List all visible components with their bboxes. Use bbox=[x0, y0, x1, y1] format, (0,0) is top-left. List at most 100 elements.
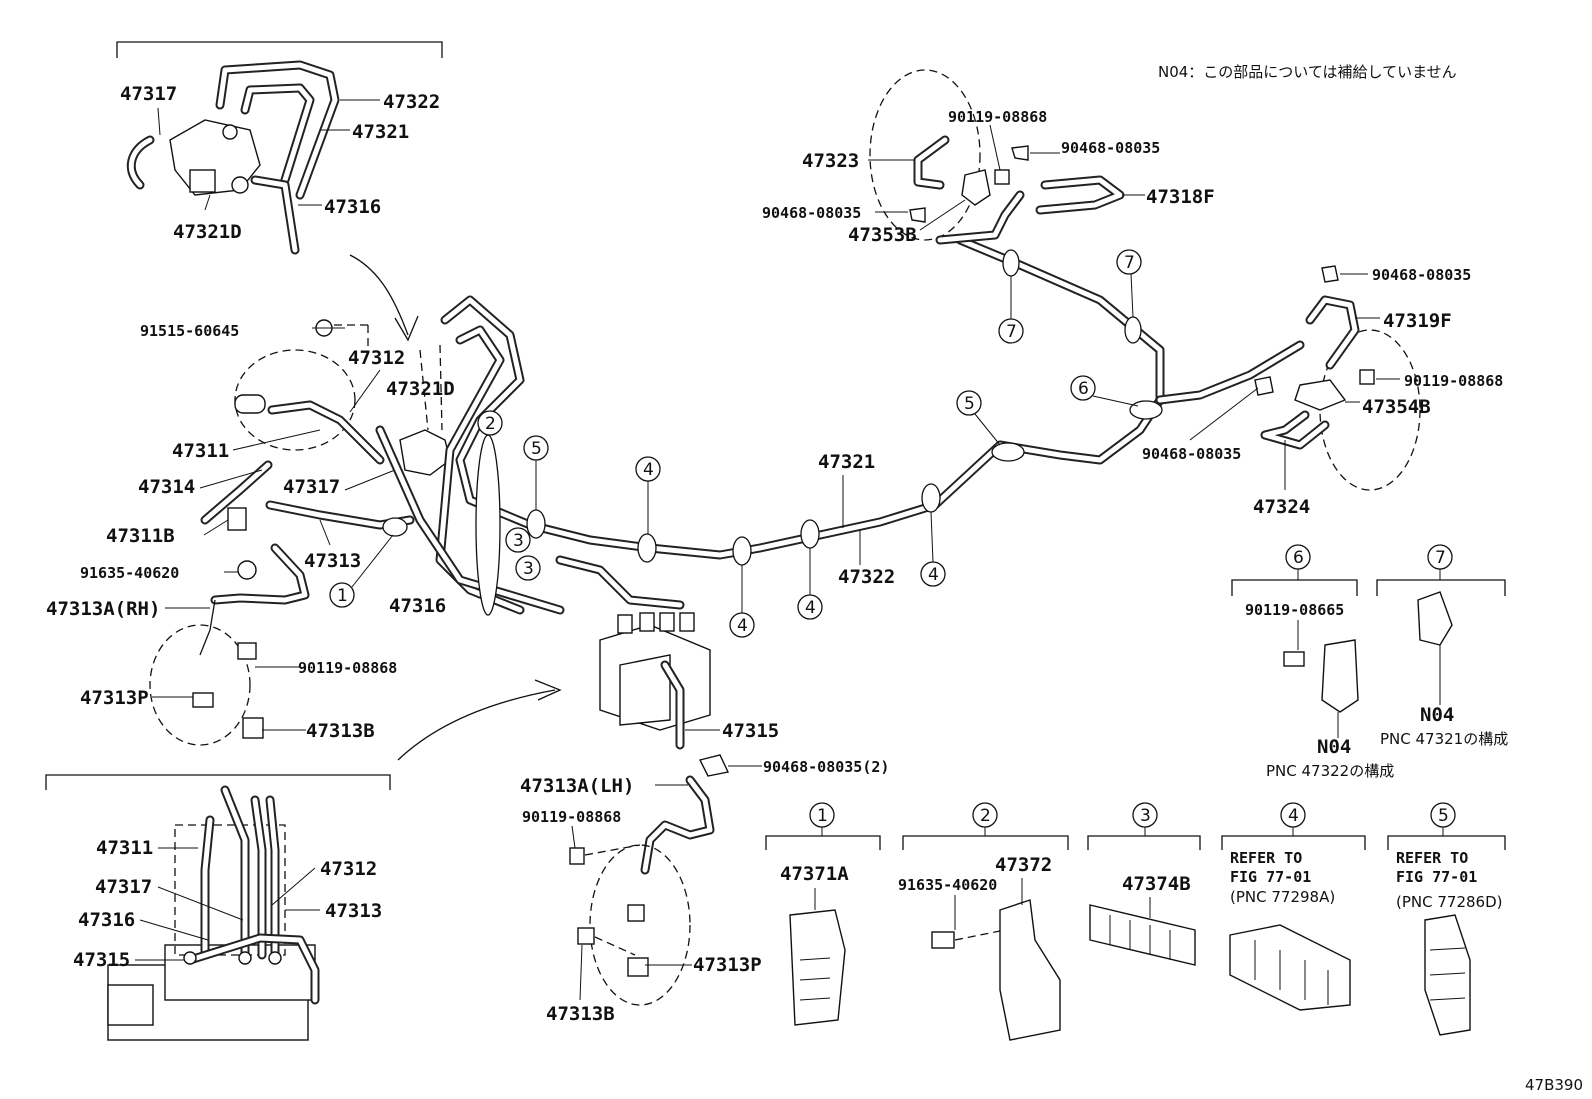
label-47321D-b: 47321D bbox=[386, 378, 455, 400]
detail-6-7: 6 90119-08665 N04 PNC 47322の構成 7 N04 PNC… bbox=[1231, 544, 1508, 780]
label-47322: 47322 bbox=[383, 91, 440, 113]
label-47313-b: 47313 bbox=[325, 900, 382, 922]
clamp-detail-2: 2 47372 91635-40620 bbox=[898, 802, 1069, 1041]
clamp-47372: 47372 bbox=[995, 854, 1052, 876]
label-90468-a: 90468-08035 bbox=[1061, 139, 1160, 157]
clamp-2 bbox=[475, 434, 501, 616]
label-47311-b: 47311 bbox=[96, 837, 153, 859]
label-90468-e: 90468-08035(2) bbox=[763, 758, 889, 776]
clamp-detail-5: 5 REFER TO FIG 77-01 (PNC 77286D) bbox=[1387, 802, 1506, 1036]
label-90468-c: 90468-08035 bbox=[1372, 266, 1471, 284]
clamp-4-ref1: REFER TO bbox=[1230, 849, 1302, 867]
label-47313A-LH: 47313A(LH) bbox=[520, 775, 634, 797]
label-47353B: 47353B bbox=[848, 224, 917, 246]
svg-text:4: 4 bbox=[737, 616, 748, 636]
clamp-4-ref3: (PNC 77298A) bbox=[1230, 888, 1335, 906]
label-47322-b: 47322 bbox=[838, 566, 895, 588]
label-47312-b: 47312 bbox=[320, 858, 377, 880]
detail-bottom-left: 47311 47317 47316 47315 47312 47313 bbox=[45, 774, 391, 1041]
svg-text:2: 2 bbox=[980, 806, 991, 826]
label-47315-b: 47315 bbox=[73, 949, 130, 971]
label-90119-b: 90119-08868 bbox=[948, 108, 1047, 126]
clamp-5-ref2: FIG 77-01 bbox=[1396, 868, 1477, 886]
clamp-detail-4: 4 REFER TO FIG 77-01 (PNC 77298A) bbox=[1221, 802, 1366, 1011]
clamp-detail-3: 3 47374B bbox=[1087, 802, 1201, 966]
svg-text:3: 3 bbox=[513, 531, 524, 551]
pipe-callouts: 1 2 5 3 3 4 4 4 4 5 6 7 7 bbox=[329, 249, 1142, 638]
label-91515: 91515-60645 bbox=[140, 322, 239, 340]
front-lh-area: 90468-08035(2) 47313A(LH) 90119-08868 47… bbox=[520, 754, 889, 1025]
label-47321-b: 47321 bbox=[818, 451, 875, 473]
clamp-detail-1: 1 47371A bbox=[765, 802, 881, 1026]
detail-top-left: 47317 47322 47321 47316 47321D bbox=[116, 41, 443, 255]
svg-text:4: 4 bbox=[928, 565, 939, 585]
svg-text:7: 7 bbox=[1006, 322, 1017, 342]
label-47314: 47314 bbox=[138, 476, 195, 498]
svg-text:6: 6 bbox=[1293, 548, 1304, 568]
label-47317-b: 47317 bbox=[283, 476, 340, 498]
label-47317-c: 47317 bbox=[95, 876, 152, 898]
label-91635: 91635-40620 bbox=[80, 564, 179, 582]
note-n04: N04：この部品については補給していません bbox=[1158, 63, 1457, 81]
arrow-head-2 bbox=[534, 679, 562, 701]
label-pnc47321: PNC 47321の構成 bbox=[1380, 730, 1508, 748]
label-90468-d: 90468-08035 bbox=[1142, 445, 1241, 463]
figure-code: 47B390 bbox=[1525, 1076, 1583, 1094]
label-47313B: 47313B bbox=[306, 720, 375, 742]
label-47313: 47313 bbox=[304, 550, 361, 572]
label-47316-b: 47316 bbox=[389, 595, 446, 617]
rear-lh-area: 90468-08035 47319F 90119-08868 47354B 90… bbox=[1142, 265, 1503, 518]
arrow-head bbox=[394, 315, 419, 342]
abs-actuator bbox=[555, 555, 711, 750]
label-47318F: 47318F bbox=[1146, 186, 1215, 208]
label-pnc47322: PNC 47322の構成 bbox=[1266, 762, 1394, 780]
label-47316-c: 47316 bbox=[78, 909, 135, 931]
svg-text:5: 5 bbox=[531, 439, 542, 459]
label-47313P-b: 47313P bbox=[693, 954, 762, 976]
arrow-detail-top bbox=[349, 254, 409, 336]
label-90119-d: 90119-08868 bbox=[522, 808, 621, 826]
clamp-4-ref2: FIG 77-01 bbox=[1230, 868, 1311, 886]
rear-rh-area: 90119-08868 90468-08035 47323 47318F 904… bbox=[762, 69, 1215, 246]
main-pipe-bundle: 47315 bbox=[375, 235, 1305, 750]
svg-text:1: 1 bbox=[337, 586, 348, 606]
svg-text:4: 4 bbox=[805, 598, 816, 618]
label-90119-c: 90119-08868 bbox=[1404, 372, 1503, 390]
label-90468-b: 90468-08035 bbox=[762, 204, 861, 222]
label-47323: 47323 bbox=[802, 150, 859, 172]
svg-text:7: 7 bbox=[1435, 548, 1446, 568]
label-47316: 47316 bbox=[324, 196, 381, 218]
label-47321: 47321 bbox=[352, 121, 409, 143]
clamp-47371A: 47371A bbox=[780, 863, 849, 885]
label-90119-e: 90119-08665 bbox=[1245, 601, 1344, 619]
svg-text:5: 5 bbox=[1438, 806, 1449, 826]
svg-text:4: 4 bbox=[643, 460, 654, 480]
label-47321D: 47321D bbox=[173, 221, 242, 243]
svg-text:3: 3 bbox=[1140, 806, 1151, 826]
svg-text:2: 2 bbox=[485, 414, 496, 434]
label-47354B: 47354B bbox=[1362, 396, 1431, 418]
svg-text:6: 6 bbox=[1078, 379, 1089, 399]
arrow-actuator bbox=[397, 689, 556, 761]
label-N04-b: N04 bbox=[1420, 704, 1454, 726]
label-47312: 47312 bbox=[348, 347, 405, 369]
clamp-47374B: 47374B bbox=[1122, 873, 1191, 895]
label-47317: 47317 bbox=[120, 83, 177, 105]
label-47315: 47315 bbox=[722, 720, 779, 742]
label-47313A-RH: 47313A(RH) bbox=[46, 598, 160, 620]
label-47324: 47324 bbox=[1253, 496, 1310, 518]
svg-text:1: 1 bbox=[817, 806, 828, 826]
svg-text:7: 7 bbox=[1124, 253, 1135, 273]
clamp-91635: 91635-40620 bbox=[898, 876, 997, 894]
svg-text:4: 4 bbox=[1288, 806, 1299, 826]
label-47319F: 47319F bbox=[1383, 310, 1452, 332]
label-47311: 47311 bbox=[172, 440, 229, 462]
clamp-5-ref3: (PNC 77286D) bbox=[1396, 893, 1502, 911]
label-N04-a: N04 bbox=[1317, 736, 1351, 758]
svg-text:3: 3 bbox=[523, 559, 534, 579]
label-47311B: 47311B bbox=[106, 525, 175, 547]
clamp-5-ref1: REFER TO bbox=[1396, 849, 1468, 867]
svg-text:5: 5 bbox=[964, 394, 975, 414]
label-47313P: 47313P bbox=[80, 687, 149, 709]
